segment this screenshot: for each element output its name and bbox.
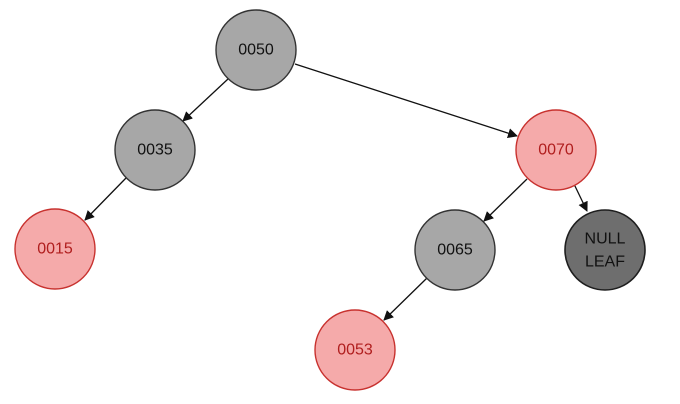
tree-nodes: 0050 0035 0070 0015 0065 NULL LEAF 0053 <box>14 9 646 391</box>
edge-0070-to-0065 <box>483 178 528 222</box>
node-label: 0070 <box>538 142 574 159</box>
node-label: 0015 <box>37 241 73 258</box>
tree-node-0015: 0015 <box>14 208 96 290</box>
node-label-line-1: NULL <box>585 231 626 248</box>
tree-edges <box>84 63 588 321</box>
tree-node-0050: 0050 <box>215 9 297 91</box>
edge-0070-to-null-leaf <box>573 183 588 212</box>
tree-node-0053: 0053 <box>314 309 396 391</box>
edge-0050-to-0035 <box>182 78 229 122</box>
node-label: 0065 <box>437 242 473 259</box>
node-label-line-2: LEAF <box>585 254 625 271</box>
tree-node-0035: 0035 <box>114 109 196 191</box>
tree-node-0070: 0070 <box>515 109 597 191</box>
edge-0050-to-0070 <box>294 63 518 138</box>
node-label: 0050 <box>238 42 274 59</box>
tree-node-null-leaf: NULL LEAF <box>564 209 646 291</box>
node-label: 0053 <box>337 342 373 359</box>
edge-0035-to-0015 <box>84 177 127 221</box>
edge-0065-to-0053 <box>383 277 428 321</box>
tree-node-0065: 0065 <box>414 209 496 291</box>
node-label: 0035 <box>137 142 173 159</box>
